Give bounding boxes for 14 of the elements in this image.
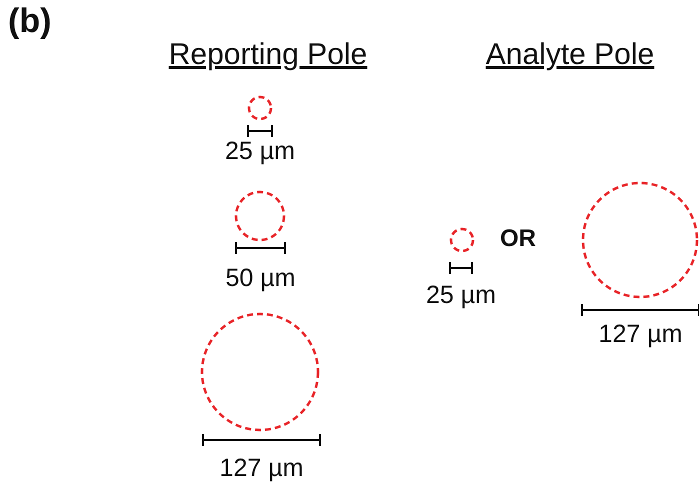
- dimension-label: 25 µm: [225, 137, 295, 166]
- panel-label: (b): [8, 2, 52, 41]
- dimension-label: 50 µm: [226, 264, 296, 293]
- dimension-label: 25 µm: [426, 281, 496, 310]
- dashed-circle: [581, 181, 699, 299]
- dashed-circle: [247, 95, 273, 121]
- dashed-circle: [449, 227, 475, 253]
- dimension-label: 127 µm: [220, 454, 304, 483]
- dashed-circle: [234, 190, 286, 242]
- column-heading: Reporting Pole: [168, 38, 368, 72]
- dashed-circle: [200, 312, 320, 432]
- choice-label: OR: [500, 225, 536, 253]
- column-heading: Analyte Pole: [486, 38, 654, 72]
- dimension-label: 127 µm: [598, 320, 682, 349]
